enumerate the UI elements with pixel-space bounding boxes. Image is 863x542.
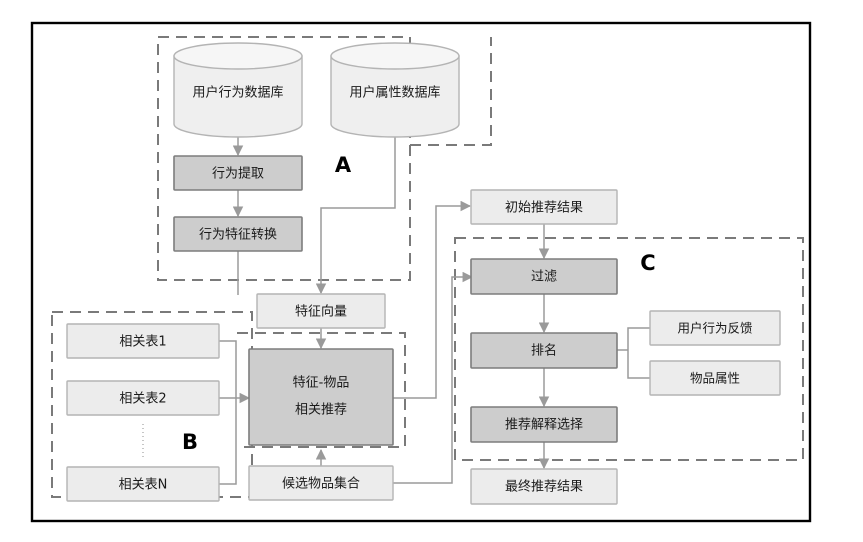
- node-user-behavior-feedback[interactable]: 用户行为反馈: [649, 310, 781, 346]
- connector-attribute-db-to-feature-vector: [315, 135, 396, 295]
- group-c-boundary: [454, 237, 804, 461]
- node-ranking[interactable]: 排名: [470, 332, 618, 369]
- group-a-boundary: [157, 36, 411, 281]
- feature-rec-dashed-boundary: [237, 332, 406, 448]
- group-label-c: C: [640, 251, 655, 275]
- node-final-rec-result[interactable]: 最终推荐结果: [470, 468, 618, 505]
- node-initial-rec-result[interactable]: 初始推荐结果: [470, 189, 618, 225]
- node-behavior-feature-transform[interactable]: 行为特征转换: [173, 216, 303, 252]
- node-related-table-2[interactable]: 相关表2: [66, 380, 220, 416]
- node-related-table-1[interactable]: 相关表1: [66, 323, 220, 359]
- group-a-extension-path: [410, 37, 492, 146]
- node-user-attribute-db[interactable]: 用户属性数据库: [330, 42, 460, 138]
- node-feature-item-rec[interactable]: 特征-物品 相关推荐: [248, 348, 394, 446]
- outer-frame: [30, 21, 812, 523]
- node-behavior-extraction[interactable]: 行为提取: [173, 155, 303, 191]
- group-label-b: B: [182, 430, 198, 454]
- connector-item-attribute-bus: [627, 350, 651, 379]
- node-feature-vector[interactable]: 特征向量: [256, 293, 386, 329]
- node-related-table-n[interactable]: 相关表N: [66, 466, 220, 502]
- connector-related-table-n-bus: [219, 398, 237, 485]
- node-candidate-item-set[interactable]: 候选物品集合: [248, 465, 394, 501]
- node-rec-explanation-select[interactable]: 推荐解释选择: [470, 406, 618, 443]
- group-label-a: A: [335, 153, 352, 177]
- connector-candidate-to-filter: [393, 271, 474, 484]
- node-item-attribute[interactable]: 物品属性: [649, 360, 781, 396]
- connector-rec-to-initial-result: [393, 200, 472, 399]
- connector-feedback-bus: [627, 327, 651, 350]
- connector-related-table-1-bus: [219, 340, 237, 398]
- node-user-behavior-db[interactable]: 用户行为数据库: [173, 42, 303, 138]
- node-filter[interactable]: 过滤: [470, 258, 618, 295]
